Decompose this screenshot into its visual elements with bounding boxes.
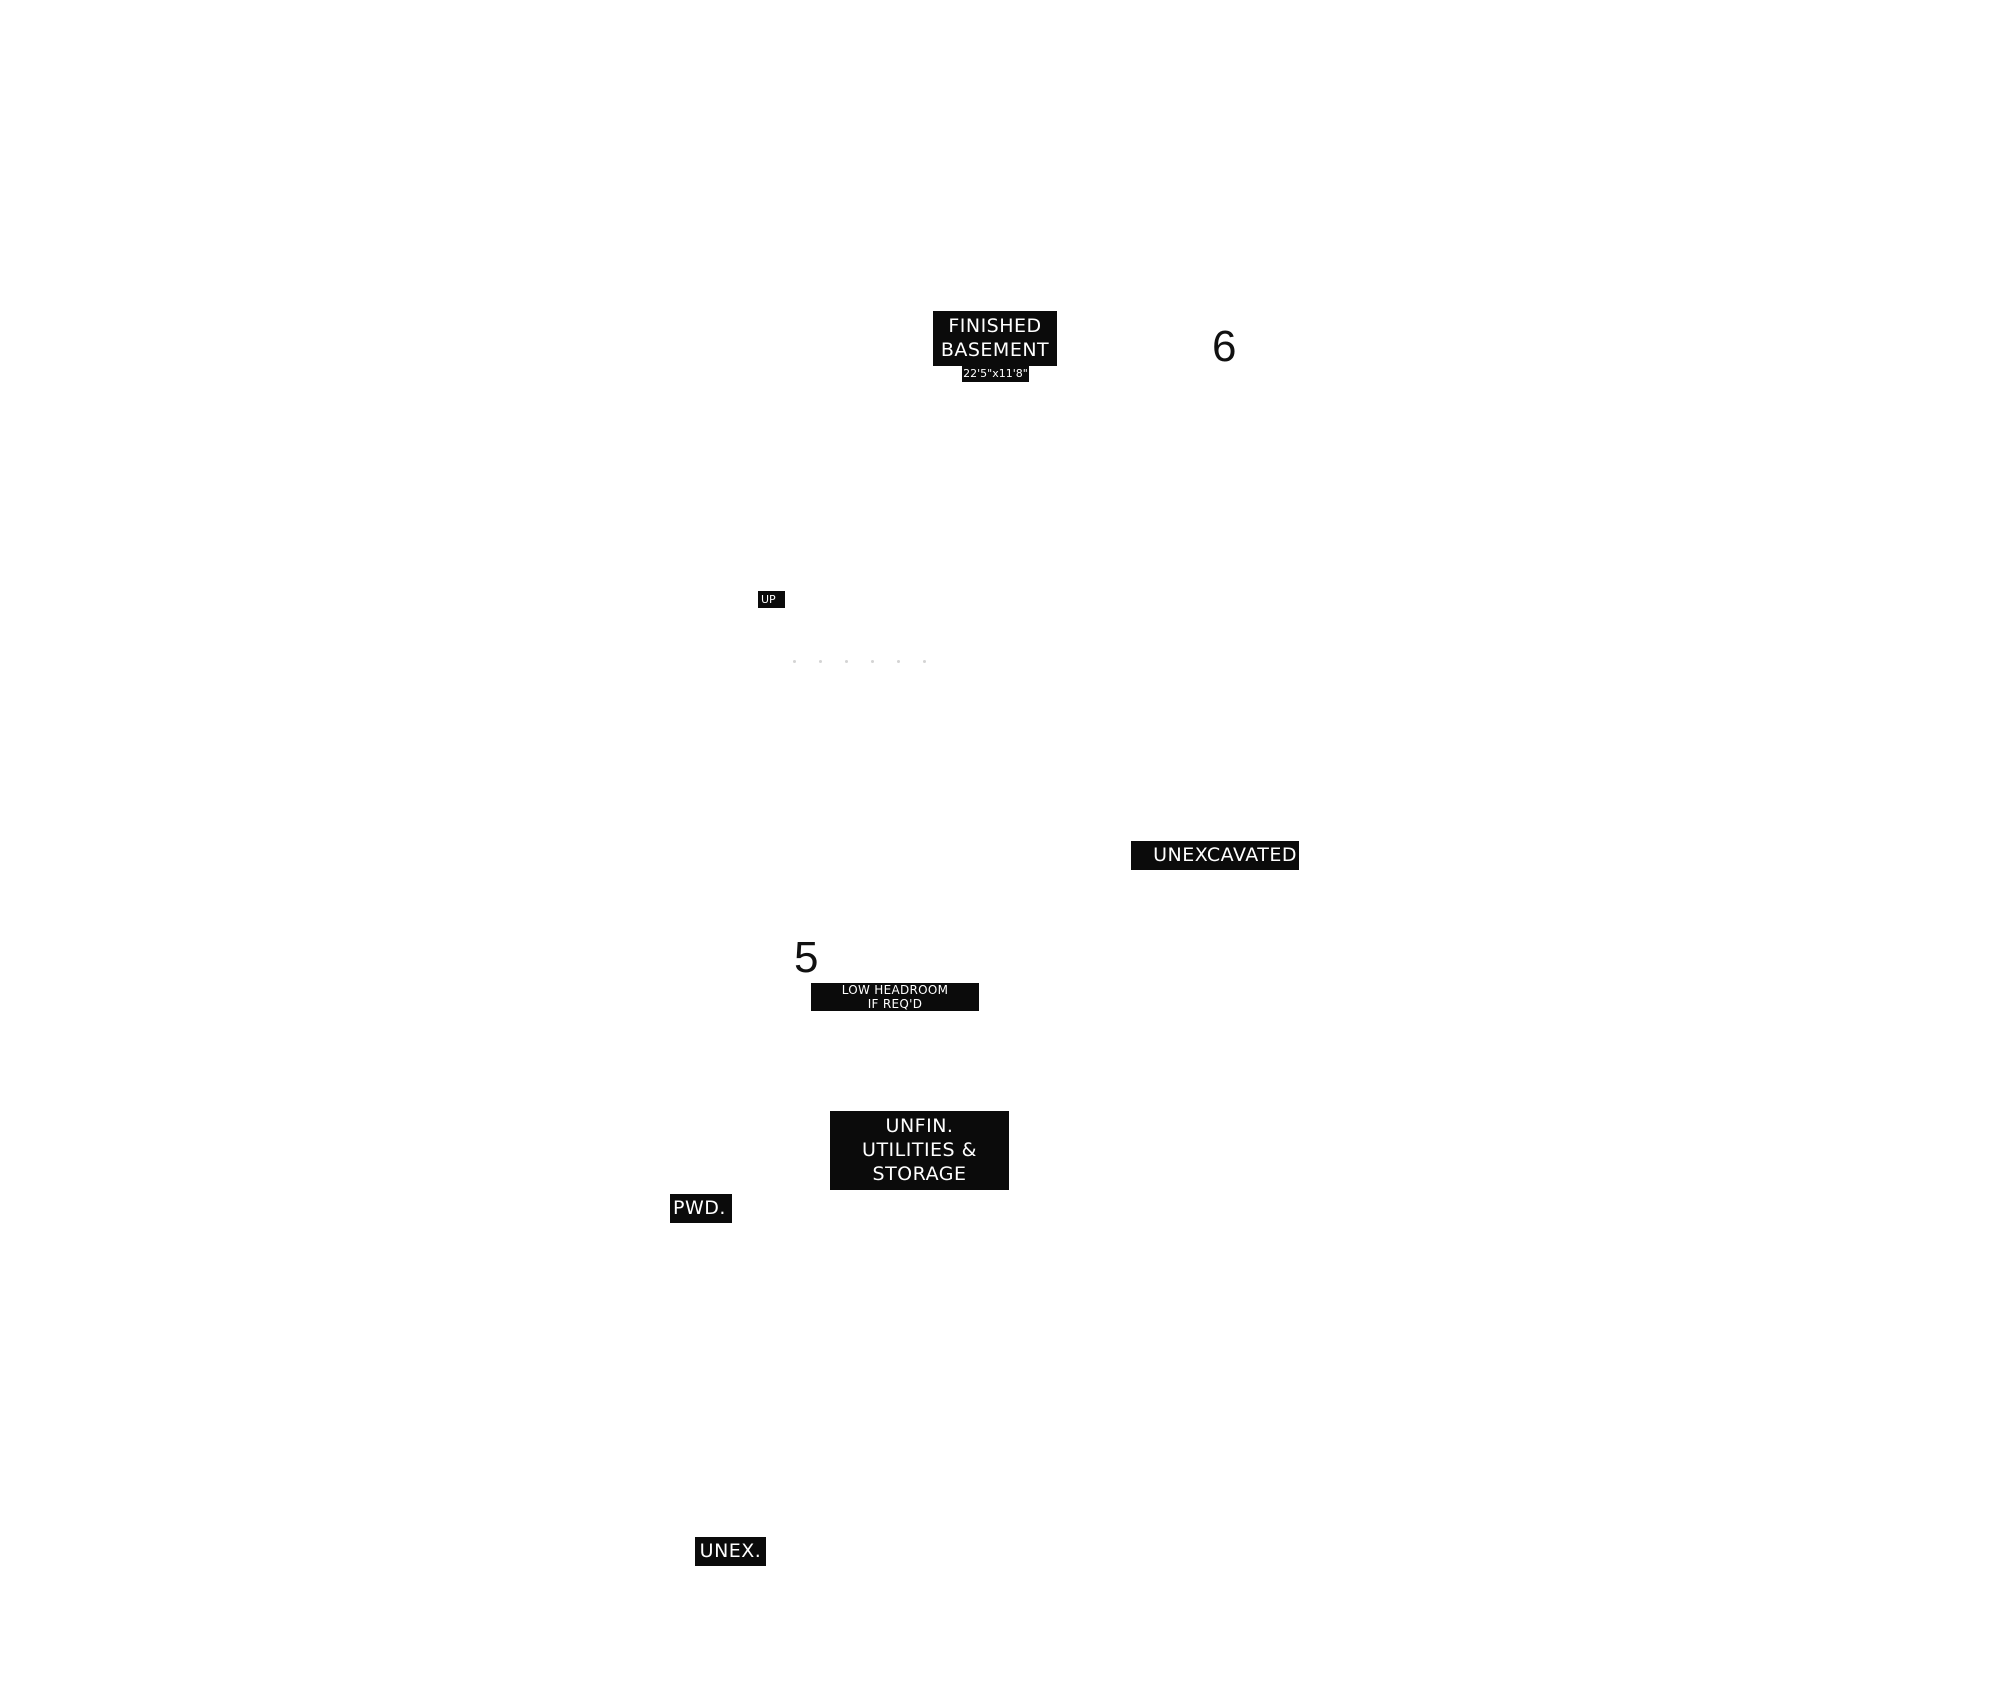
- stair-tread-mark: [897, 660, 900, 663]
- unfinished-utilities-line2: UTILITIES &: [862, 1139, 977, 1161]
- low-headroom-line2: IF REQ'D: [867, 997, 923, 1011]
- marker-six: 6: [1212, 322, 1237, 371]
- finished-basement-line2: BASEMENT: [940, 339, 1050, 361]
- stair-tread-mark: [845, 660, 848, 663]
- stair-tread-mark: [871, 660, 874, 663]
- low-headroom-label: LOW HEADROOM IF REQ'D: [811, 983, 979, 1011]
- stairs-up-label: UP: [758, 591, 785, 608]
- finished-basement-dimensions: 22'5"x11'8": [962, 366, 1029, 382]
- powder-room-label: PWD.: [670, 1194, 732, 1223]
- unfinished-utilities-label: UNFIN. UTILITIES & STORAGE: [830, 1111, 1009, 1190]
- stair-tread-mark: [819, 660, 822, 663]
- finished-basement-label: FINISHED BASEMENT: [933, 311, 1057, 366]
- unfinished-utilities-line3: STORAGE: [872, 1163, 967, 1185]
- low-headroom-line1: LOW HEADROOM: [841, 983, 949, 997]
- unexcavated-label: UNEXCAVATED: [1131, 841, 1299, 870]
- unexcavated-short-label: UNEX.: [695, 1537, 766, 1566]
- stair-tread-mark: [793, 660, 796, 663]
- marker-five: 5: [794, 933, 819, 982]
- finished-basement-line1: FINISHED: [948, 315, 1042, 337]
- unfinished-utilities-line1: UNFIN.: [885, 1115, 954, 1137]
- stair-tread-mark: [923, 660, 926, 663]
